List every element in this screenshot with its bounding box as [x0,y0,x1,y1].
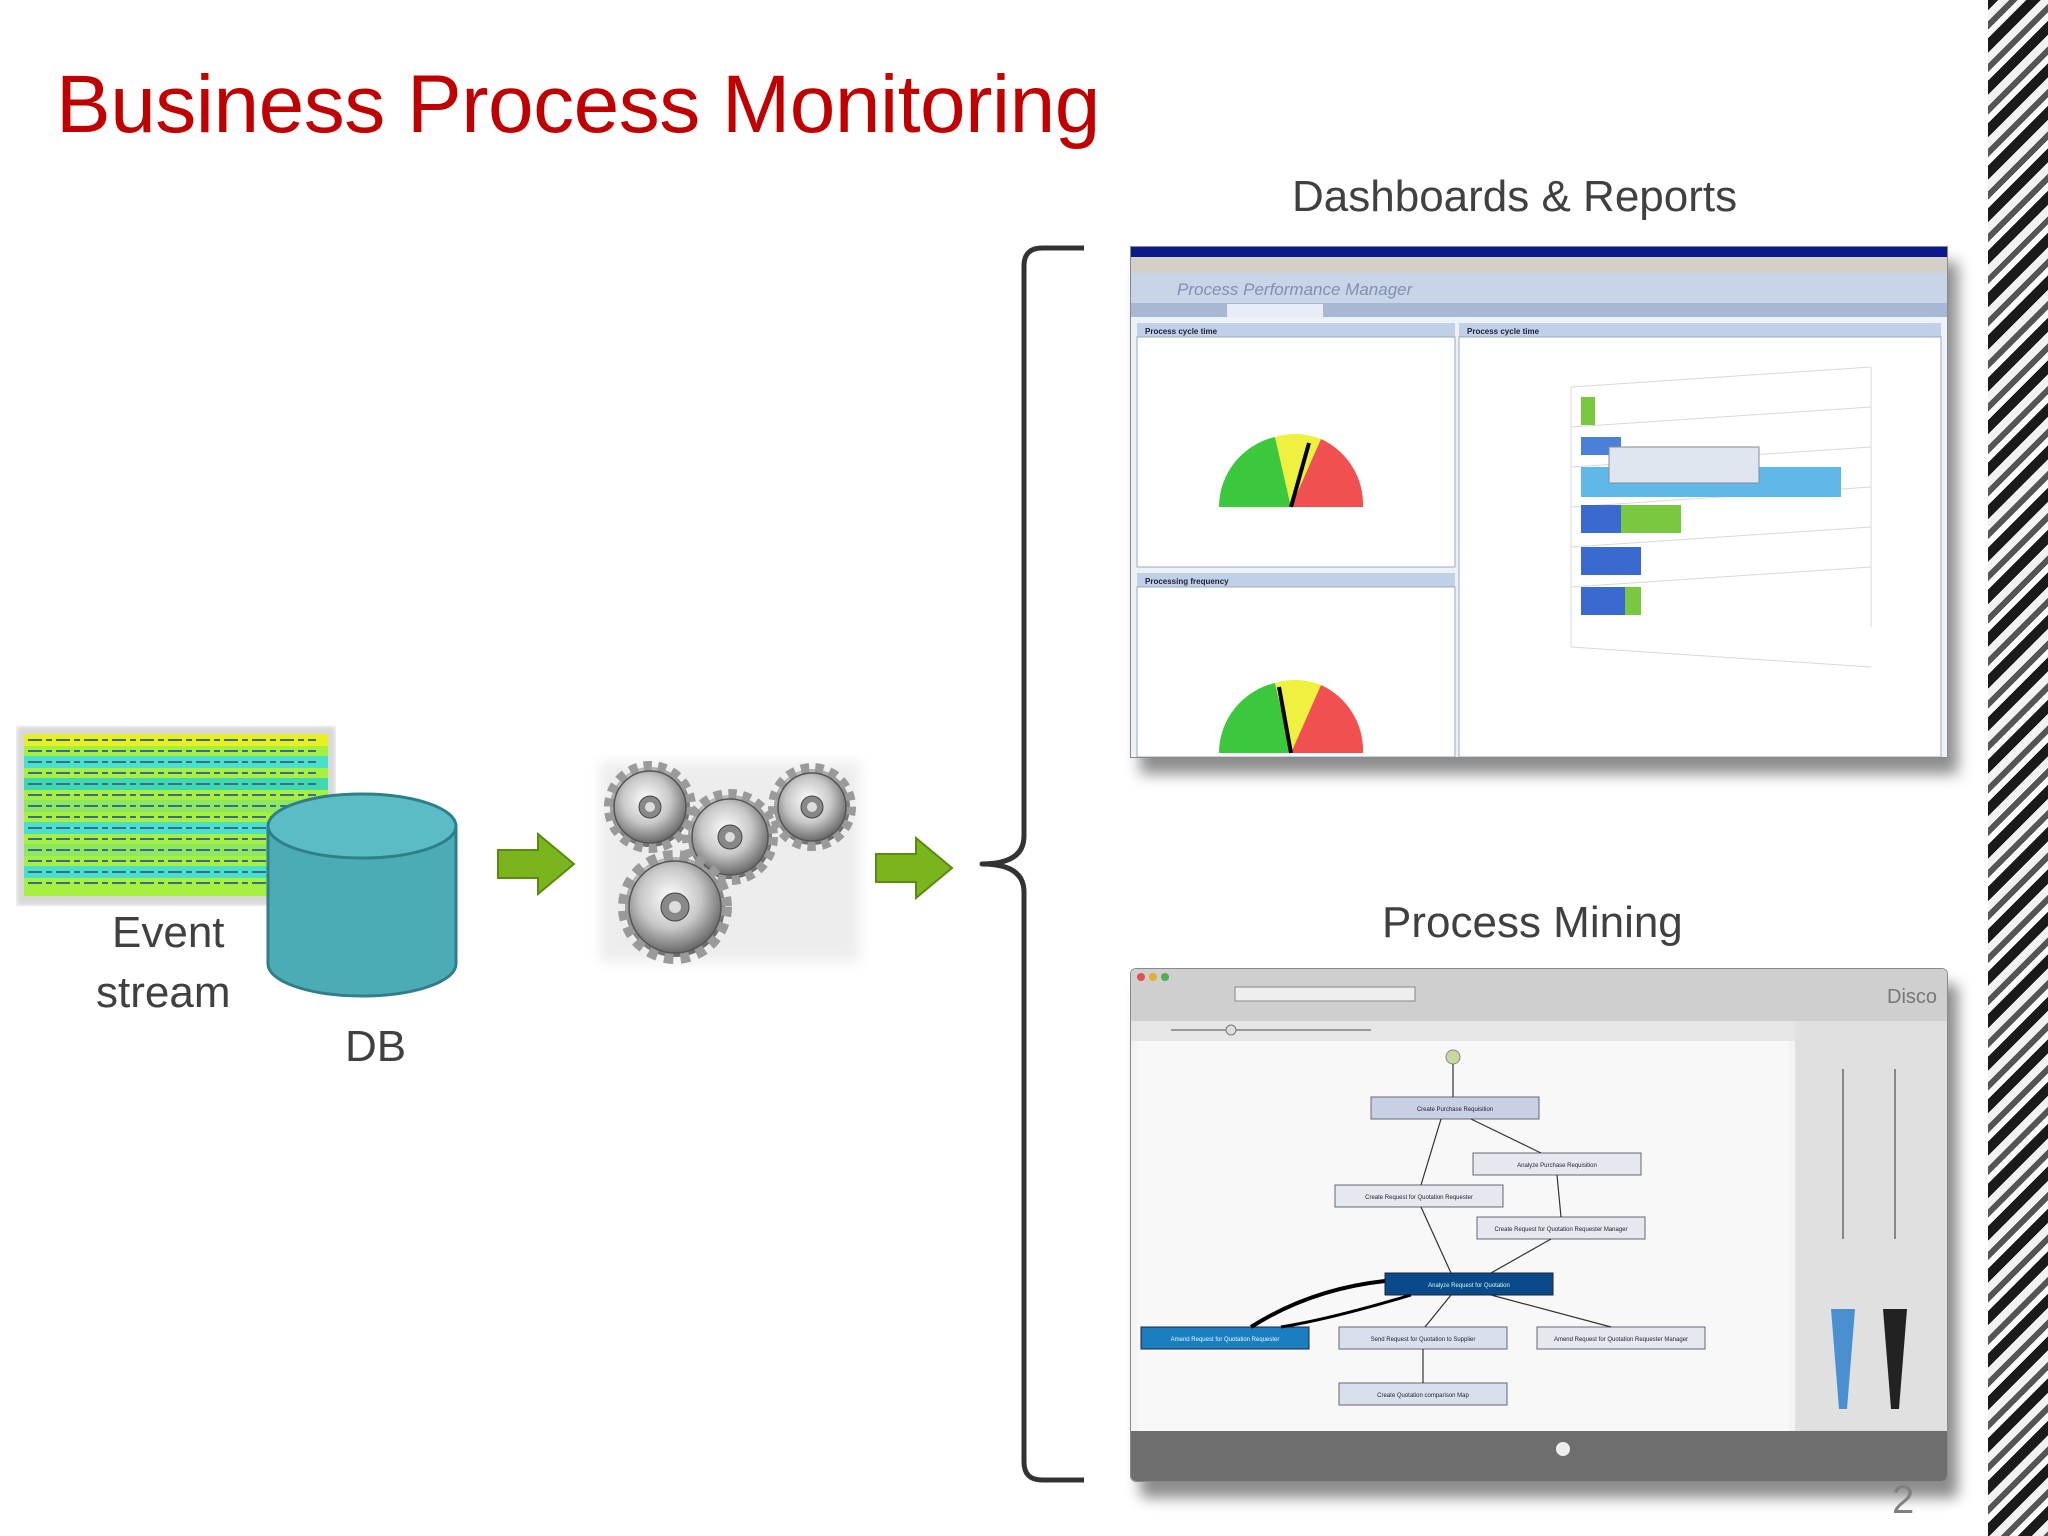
gears-icon [590,752,870,972]
event-stream-label-line1: Event [112,908,225,958]
activity-4: Analyze Request for Quotation [1428,1283,1510,1289]
process-mining-label: Process Mining [1382,898,1683,948]
activity-5: Amend Request for Quotation Requester [1171,1337,1280,1343]
panel-title-frequency: Processing frequency [1145,577,1229,586]
arrow-right-icon [496,832,576,896]
event-stream-label-line2: stream [96,968,230,1018]
process-mining-screenshot: Disco Create Purchase Requisition Analyz… [1130,968,1948,1482]
activity-1: Analyze Purchase Requisition [1517,1163,1597,1169]
dashboard-product-name: Process Performance Manager [1177,280,1414,299]
side-band-edge [1982,0,1988,1536]
activity-3: Create Request for Quotation Requester M… [1494,1227,1627,1233]
dashboards-label: Dashboards & Reports [1292,172,1737,222]
db-label: DB [345,1022,406,1072]
process-mining-screenshot-art: Disco Create Purchase Requisition Analyz… [1131,969,1947,1481]
arrow-right-icon [874,836,954,900]
panel-title-cycle-time: Process cycle time [1145,327,1218,336]
page-number: 2 [1892,1478,1914,1523]
dashboard-screenshot: Process Performance Manager Process cycl… [1130,246,1948,758]
slide-title: Business Process Monitoring [56,58,1100,152]
panel-title-cycle-time-right: Process cycle time [1467,327,1540,336]
activity-7: Amend Request for Quotation Requester Ma… [1554,1337,1688,1343]
activity-8: Create Quotation comparison Map [1377,1393,1469,1399]
disco-app-name: Disco [1887,986,1937,1008]
dashboard-screenshot-art: Process Performance Manager Process cycl… [1131,247,1947,757]
decorative-side-band [1984,0,2048,1536]
curly-brace [974,244,1094,1484]
activity-6: Send Request for Quotation to Supplier [1371,1337,1476,1343]
db-cylinder [262,786,462,1006]
activity-2: Create Request for Quotation Requester [1365,1195,1473,1201]
activity-0: Create Purchase Requisition [1417,1107,1493,1113]
